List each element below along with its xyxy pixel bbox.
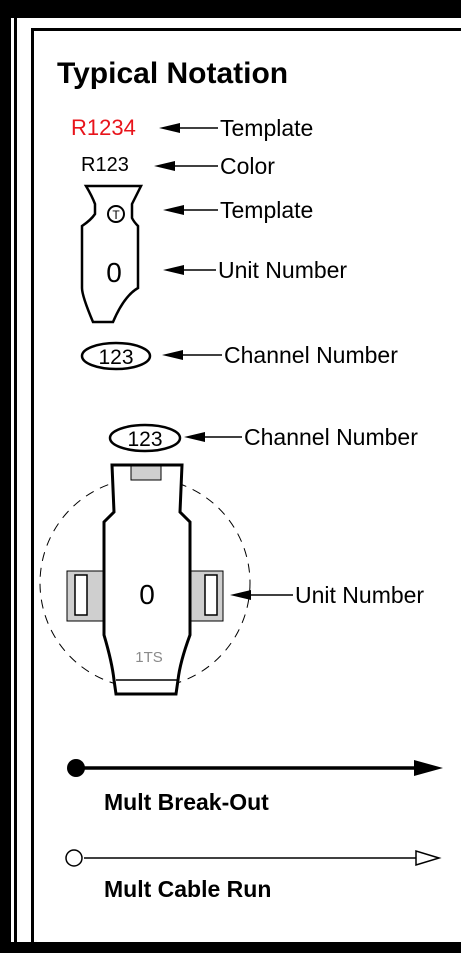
callout-channel-number: Channel Number <box>224 342 398 368</box>
channel-number-bubble <box>80 341 152 371</box>
ml-left-handle <box>74 574 88 616</box>
notation-title: Typical Notation <box>57 57 288 90</box>
template-label: R1234 <box>71 115 136 140</box>
ml-channel-arrow <box>184 432 242 442</box>
color-arrow <box>154 161 218 171</box>
unit-number: 0 <box>106 257 122 288</box>
template-top-arrow <box>159 123 218 133</box>
ml-unit-arrow <box>230 590 293 600</box>
ml-body-outline <box>102 463 192 696</box>
ml-channel-number: 123 <box>127 428 162 451</box>
panel-top-edge <box>31 28 461 31</box>
callout-template-symbol: Template <box>220 197 313 223</box>
channel-number-arrow <box>162 350 222 360</box>
legend-cable-run: Mult Cable Run <box>104 876 271 902</box>
cable-run-circle <box>65 849 83 867</box>
ml-callout-unit: Unit Number <box>295 582 424 608</box>
ml-right-handle <box>204 574 218 616</box>
color-label: R123 <box>81 154 129 176</box>
ml-unit-number: 0 <box>139 579 155 610</box>
channel-number: 123 <box>98 346 133 369</box>
ml-channel-bubble <box>108 423 182 453</box>
left-panel-edge <box>14 18 17 948</box>
ml-callout-channel: Channel Number <box>244 424 418 450</box>
callout-color: Color <box>220 153 275 179</box>
unit-number-arrow <box>163 265 216 275</box>
legend-break-out: Mult Break-Out <box>104 789 269 815</box>
break-out-arrowhead <box>414 760 443 776</box>
cable-run-arrowhead <box>415 849 442 867</box>
template-symbol: T <box>112 208 120 222</box>
panel-left-edge <box>31 28 34 946</box>
template-symbol-arrow <box>163 205 218 215</box>
left-border-bar <box>0 18 11 948</box>
top-border-bar <box>0 0 461 18</box>
callout-unit-number: Unit Number <box>218 257 347 283</box>
unit-body-outline <box>80 184 144 324</box>
template-symbol-circle <box>107 205 125 223</box>
bottom-border-bar <box>0 942 461 953</box>
callout-template-top: Template <box>220 115 313 141</box>
ml-top-tab <box>130 465 162 481</box>
ml-type-label: 1TS <box>135 649 163 666</box>
